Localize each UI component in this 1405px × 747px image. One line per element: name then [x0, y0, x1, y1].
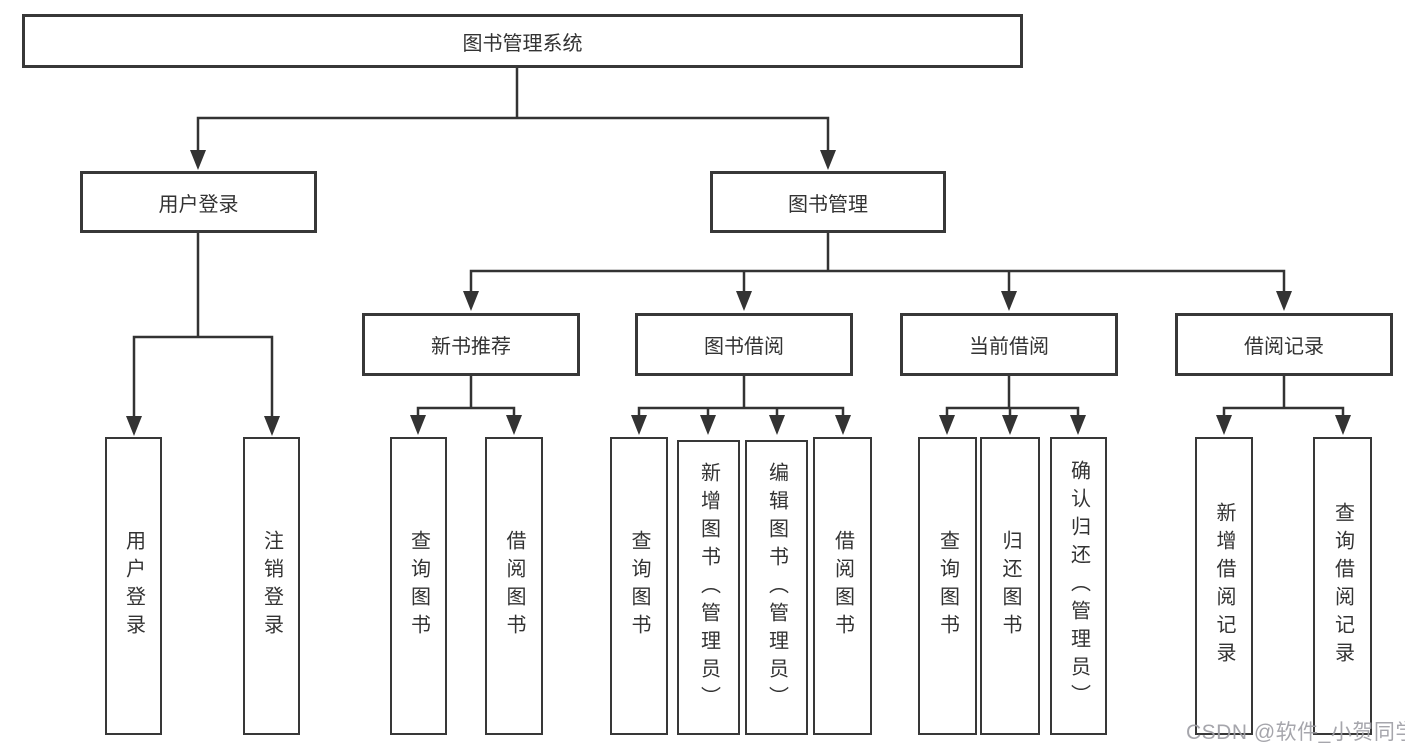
node-current-borrow-label: 当前借阅	[969, 336, 1049, 358]
leaf-return-book: 归还图书	[980, 437, 1040, 735]
node-borrow-records: 借阅记录	[1175, 313, 1393, 376]
leaf-query-book-borrow-label: 查询图书	[628, 530, 650, 642]
leaf-add-book-admin-label: 新增图书（管理员）	[697, 461, 720, 714]
leaf-borrow-book-recommend: 借阅图书	[485, 437, 543, 735]
leaf-add-borrow-record-label: 新增借阅记录	[1213, 502, 1235, 670]
leaf-borrow-book: 借阅图书	[813, 437, 872, 735]
node-new-book-recommend-label: 新书推荐	[431, 336, 511, 358]
node-borrow-records-label: 借阅记录	[1244, 336, 1324, 358]
connector-paths	[132, 68, 1345, 418]
node-new-book-recommend: 新书推荐	[362, 313, 580, 376]
leaf-query-book-recommend-label: 查询图书	[407, 530, 430, 642]
leaf-edit-book-admin: 编辑图书（管理员）	[745, 440, 808, 735]
leaf-add-book-admin: 新增图书（管理员）	[677, 440, 740, 735]
leaf-logout: 注销登录	[243, 437, 300, 735]
leaf-confirm-return-admin-label: 确认归还（管理员）	[1067, 460, 1090, 712]
leaf-query-borrow-record: 查询借阅记录	[1313, 437, 1372, 735]
leaf-borrow-book-label: 借阅图书	[831, 530, 854, 642]
node-current-borrow: 当前借阅	[900, 313, 1118, 376]
node-book-borrow-label: 图书借阅	[704, 336, 784, 358]
leaf-return-book-label: 归还图书	[999, 530, 1021, 642]
leaf-add-borrow-record: 新增借阅记录	[1195, 437, 1253, 735]
node-root-system: 图书管理系统	[22, 14, 1023, 68]
csdn-watermark: CSDN @软件_小贺同学	[1186, 721, 1405, 744]
leaf-query-book-recommend: 查询图书	[390, 437, 447, 735]
node-book-management: 图书管理	[710, 171, 946, 233]
node-root-label: 图书管理系统	[462, 32, 583, 55]
leaf-logout-label: 注销登录	[260, 530, 283, 642]
node-book-management-label: 图书管理	[788, 193, 868, 216]
leaf-confirm-return-admin: 确认归还（管理员）	[1050, 437, 1107, 735]
node-user-login-label: 用户登录	[158, 193, 239, 216]
leaf-query-book-current-label: 查询图书	[936, 530, 959, 642]
node-book-borrow: 图书借阅	[635, 313, 853, 376]
leaf-borrow-book-recommend-label: 借阅图书	[503, 530, 525, 642]
leaf-query-book-borrow: 查询图书	[610, 437, 668, 735]
leaf-query-borrow-record-label: 查询借阅记录	[1331, 502, 1354, 670]
arrowhead-icons	[126, 150, 1351, 436]
leaf-user-login-label: 用户登录	[122, 530, 145, 642]
leaf-user-login: 用户登录	[105, 437, 162, 735]
leaf-query-book-current: 查询图书	[918, 437, 977, 735]
node-user-login: 用户登录	[80, 171, 317, 233]
leaf-edit-book-admin-label: 编辑图书（管理员）	[765, 461, 788, 714]
